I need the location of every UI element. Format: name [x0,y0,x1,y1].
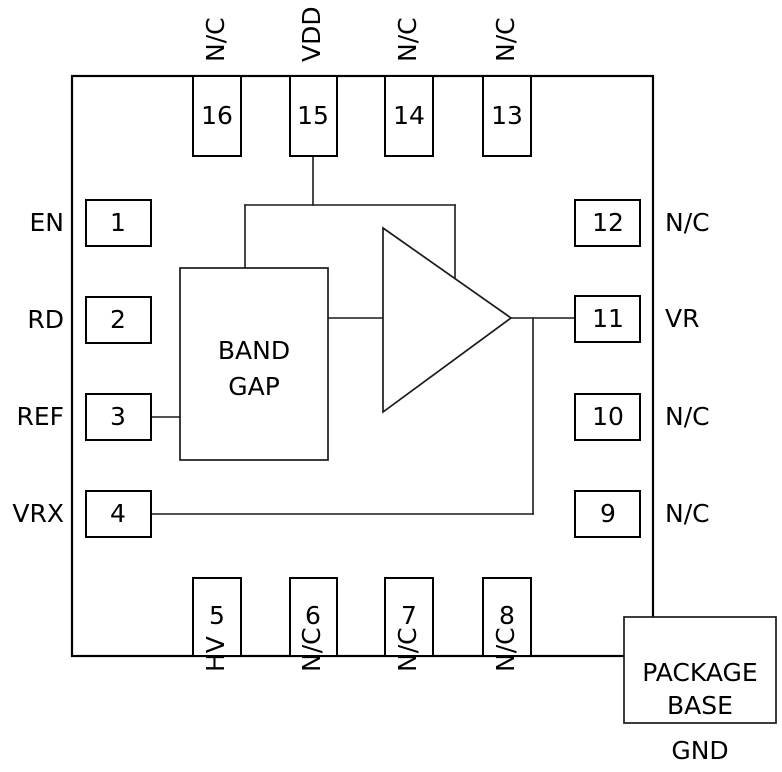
ground-label: GND [671,736,728,765]
pin-number-9: 9 [600,499,616,528]
pin-label-11: VR [665,304,699,333]
pin-label-8: N/C [491,627,520,672]
bandgap-block: BAND GAP [179,267,329,461]
top-pins-group: 16 N/C 15 VDD 14 N/C 13 N/C [192,6,532,157]
pin-number-7: 7 [401,601,417,630]
pin-number-6: 6 [305,601,321,630]
pin-label-12: N/C [665,208,710,237]
pin-box-1[interactable] [85,199,152,247]
pin-label-15: VDD [297,6,326,62]
pin-label-9: N/C [665,499,710,528]
bandgap-label-line1: BAND [218,336,290,365]
pin-label-10: N/C [665,402,710,431]
bandgap-box [179,267,329,461]
right-pins-group: 12 N/C 11 VR 10 N/C 9 N/C [574,199,710,538]
pin-number-1: 1 [110,208,126,237]
chip-body-outline [70,74,655,658]
pin-number-16: 16 [201,101,233,130]
pin-box-15[interactable] [289,75,338,157]
pin-label-6: N/C [297,627,326,672]
bandgap-label-line2: GAP [228,372,280,401]
pin-box-7[interactable] [384,577,434,657]
pin-box-13[interactable] [482,75,532,157]
internal-wiring [150,155,576,515]
pin-label-1: EN [30,208,65,237]
pin-number-13: 13 [491,101,523,130]
pin-number-4: 4 [110,499,126,528]
pin-label-2: RD [27,305,64,334]
package-base-label-line1: PACKAGE [642,658,757,687]
pin-box-12[interactable] [574,199,641,247]
pin-number-12: 12 [592,208,624,237]
pin-number-15: 15 [297,101,329,130]
pin-label-4: VRX [12,499,64,528]
package-base-label-line2: BASE [667,691,733,720]
pin-box-5[interactable] [192,577,242,657]
pin-number-2: 2 [110,305,126,334]
bottom-pins-group: 5 HV 6 N/C 7 N/C 8 N/C [192,577,532,672]
left-pins-group: 1 EN 2 RD 3 REF 4 VRX [12,199,152,538]
package-base-group: PACKAGE BASE GND [623,616,777,765]
pin-label-5: HV [201,636,230,672]
pin-box-11[interactable] [574,295,641,343]
pin-box-14[interactable] [384,75,434,157]
pin-box-6[interactable] [289,577,338,657]
pin-box-8[interactable] [482,577,532,657]
pin-label-3: REF [16,402,64,431]
amplifier-symbol [382,226,513,414]
pin-number-8: 8 [499,601,515,630]
package-base-box [623,616,777,724]
pin-number-10: 10 [592,402,624,431]
pin-box-10[interactable] [574,393,641,441]
pin-box-9[interactable] [574,490,641,538]
pin-number-14: 14 [393,101,425,130]
pin-label-14: N/C [393,17,422,62]
pin-number-11: 11 [592,304,624,333]
pin-box-2[interactable] [85,296,152,344]
pin-label-13: N/C [491,17,520,62]
pin-label-7: N/C [393,627,422,672]
pin-number-5: 5 [209,601,225,630]
pin-number-3: 3 [110,402,126,431]
pin-label-16: N/C [201,17,230,62]
pin-box-4[interactable] [85,490,152,538]
pin-box-3[interactable] [85,393,152,441]
pin-box-16[interactable] [192,75,242,157]
